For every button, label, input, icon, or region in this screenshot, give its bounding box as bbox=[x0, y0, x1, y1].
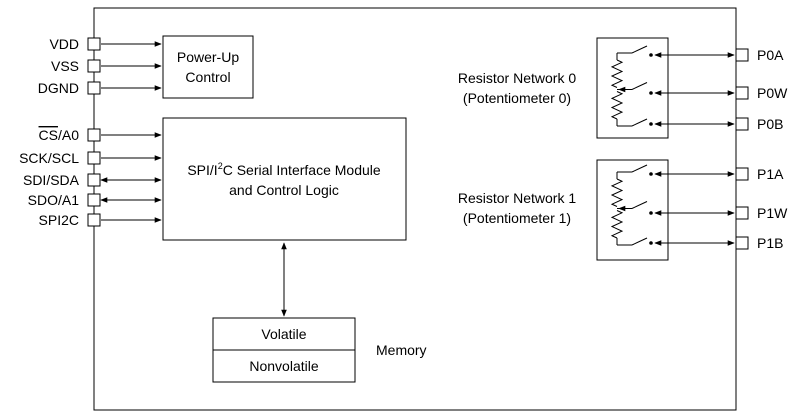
pin-label: P1W bbox=[757, 205, 788, 221]
network-1-label-line1: Resistor Network 1 bbox=[458, 190, 576, 206]
pin-P0B: P0B bbox=[735, 116, 783, 132]
pin-P0A: P0A bbox=[735, 47, 784, 63]
pin-box bbox=[87, 193, 101, 207]
serial-interface-label-line1: SPI/I2C Serial Interface Module bbox=[187, 161, 381, 178]
pin-P1W: P1W bbox=[735, 205, 788, 221]
pin-3: CS/A0 bbox=[39, 127, 162, 143]
pin-box bbox=[735, 48, 749, 62]
pin-P1A: P1A bbox=[735, 166, 784, 182]
pin-7: SPI2C bbox=[39, 212, 162, 228]
power-up-label-line1: Power-Up bbox=[177, 49, 239, 65]
pin-P0W: P0W bbox=[735, 85, 788, 101]
network-0-label-line2: (Potentiometer 0) bbox=[463, 90, 571, 106]
pin-box bbox=[735, 206, 749, 220]
resistor-networks: P0A P0W P0B P1A P1W P1B bbox=[596, 37, 788, 261]
pin-box bbox=[735, 236, 749, 250]
power-up-control-block: Power-Up Control bbox=[162, 35, 254, 99]
pin-5: SDI/SDA bbox=[23, 172, 162, 188]
pin-label: CS/A0 bbox=[39, 127, 80, 143]
volatile-label: Volatile bbox=[261, 326, 306, 342]
pin-label: SCK/SCL bbox=[19, 150, 79, 166]
pin-P1B: P1B bbox=[735, 235, 783, 251]
pin-label: P0W bbox=[757, 85, 788, 101]
pin-box bbox=[735, 86, 749, 100]
pin-label: VDD bbox=[49, 36, 79, 52]
pin-box bbox=[735, 167, 749, 181]
memory-block: Volatile Nonvolatile Memory bbox=[212, 317, 427, 383]
serial-interface-block: SPI/I2C Serial Interface Module and Cont… bbox=[162, 117, 407, 241]
pin-label: P1B bbox=[757, 235, 783, 251]
memory-label: Memory bbox=[376, 342, 427, 358]
pin-box bbox=[87, 173, 101, 187]
network-0-label-line1: Resistor Network 0 bbox=[458, 70, 576, 86]
pin-box bbox=[87, 37, 101, 51]
pin-box bbox=[735, 117, 749, 131]
pin-label: P1A bbox=[757, 166, 784, 182]
serial-interface-label-line2: and Control Logic bbox=[229, 182, 339, 198]
network-1-label-line2: (Potentiometer 1) bbox=[463, 210, 571, 226]
pin-label: SDI/SDA bbox=[23, 172, 80, 188]
pin-box bbox=[87, 81, 101, 95]
pin-1: VSS bbox=[51, 58, 162, 74]
pin-4: SCK/SCL bbox=[19, 150, 162, 166]
power-up-label-line2: Control bbox=[185, 69, 230, 85]
pin-label: SDO/A1 bbox=[28, 192, 80, 208]
pin-box bbox=[87, 128, 101, 142]
pin-label: DGND bbox=[38, 80, 79, 96]
pin-label: P0A bbox=[757, 47, 784, 63]
pin-0: VDD bbox=[49, 36, 162, 52]
pin-6: SDO/A1 bbox=[28, 192, 162, 208]
pin-box bbox=[87, 151, 101, 165]
resistor-network-0: P0A P0W P0B bbox=[596, 37, 788, 139]
pin-box bbox=[87, 59, 101, 73]
pin-label: VSS bbox=[51, 58, 79, 74]
pin-label: SPI2C bbox=[39, 212, 79, 228]
nonvolatile-label: Nonvolatile bbox=[249, 358, 318, 374]
resistor-network-1: P1A P1W P1B bbox=[596, 159, 788, 261]
pin-label: P0B bbox=[757, 116, 783, 132]
pin-2: DGND bbox=[38, 80, 162, 96]
pin-box bbox=[87, 213, 101, 227]
